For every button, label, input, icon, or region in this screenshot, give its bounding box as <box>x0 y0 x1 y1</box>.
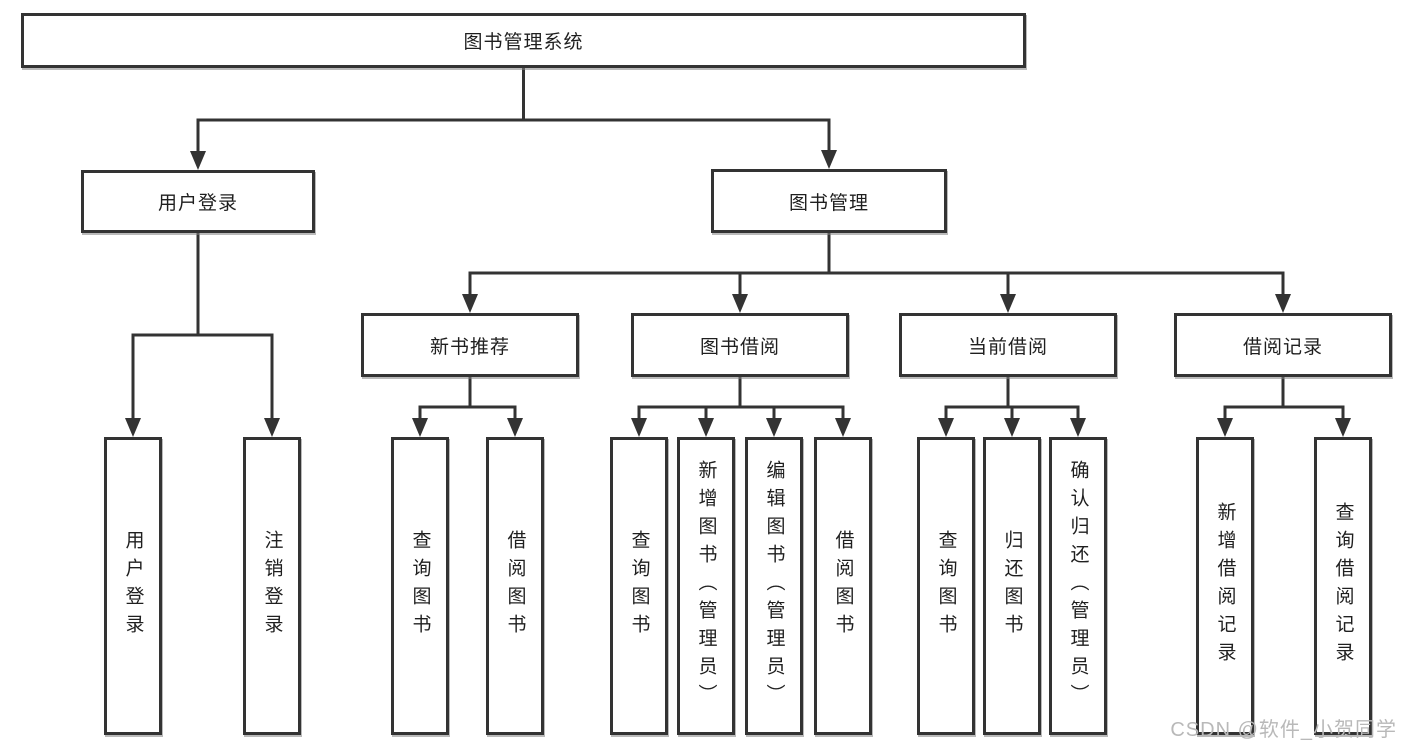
node-label: 图书借阅 <box>699 336 780 358</box>
node-label: 借阅图书 <box>832 530 854 642</box>
node-leaf-borrow-book-1: 借阅图书 <box>486 437 544 735</box>
node-label: 确认归还（管理员） <box>1067 460 1089 712</box>
node-leaf-user-login: 用户登录 <box>104 437 162 735</box>
node-label: 查询图书 <box>628 530 650 642</box>
node-label: 新书推荐 <box>429 336 510 358</box>
node-label: 图书管理 <box>788 192 869 214</box>
node-root: 图书管理系统 <box>21 13 1026 68</box>
node-leaf-query-book-3: 查询图书 <box>917 437 975 735</box>
node-label: 查询图书 <box>409 530 431 642</box>
node-label: 查询借阅记录 <box>1332 502 1354 670</box>
node-leaf-borrow-book-2: 借阅图书 <box>814 437 872 735</box>
node-leaf-query-book-2: 查询图书 <box>610 437 668 735</box>
node-label: 编辑图书（管理员） <box>763 460 785 712</box>
node-label: 新增借阅记录 <box>1214 502 1236 670</box>
node-label: 图书管理系统 <box>463 32 584 53</box>
node-leaf-return-book: 归还图书 <box>983 437 1041 735</box>
node-book-mgmt: 图书管理 <box>711 169 947 233</box>
node-user-login: 用户登录 <box>81 170 315 233</box>
node-leaf-logout: 注销登录 <box>243 437 301 735</box>
node-label: 借阅图书 <box>504 530 526 642</box>
node-leaf-add-borrow-record: 新增借阅记录 <box>1196 437 1254 735</box>
node-label: 用户登录 <box>157 193 238 214</box>
node-leaf-query-borrow-record: 查询借阅记录 <box>1314 437 1372 735</box>
node-label: 用户登录 <box>122 530 144 642</box>
node-current-borrow: 当前借阅 <box>899 313 1117 377</box>
node-leaf-query-book-1: 查询图书 <box>391 437 449 735</box>
node-label: 注销登录 <box>261 530 283 642</box>
node-label: 查询图书 <box>935 530 957 642</box>
node-leaf-confirm-return: 确认归还（管理员） <box>1049 437 1107 735</box>
node-leaf-edit-book: 编辑图书（管理员） <box>745 437 803 735</box>
node-leaf-add-book: 新增图书（管理员） <box>677 437 735 735</box>
node-new-book-rec: 新书推荐 <box>361 313 579 377</box>
node-label: 新增图书（管理员） <box>695 460 717 712</box>
node-label: 当前借阅 <box>967 336 1048 358</box>
node-label: 归还图书 <box>1001 530 1023 642</box>
node-book-borrow: 图书借阅 <box>631 313 849 377</box>
node-label: 借阅记录 <box>1242 336 1323 358</box>
node-borrow-records: 借阅记录 <box>1174 313 1392 377</box>
